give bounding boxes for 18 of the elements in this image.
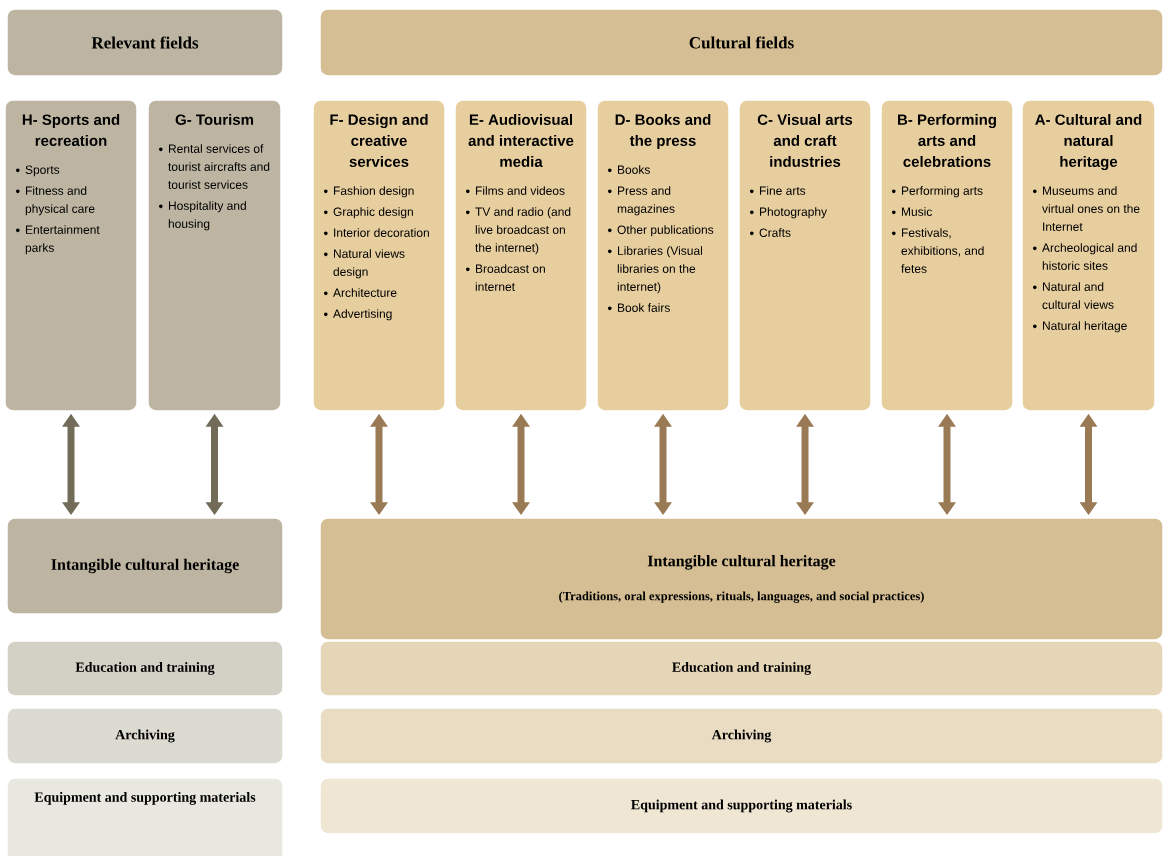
header-box: Relevant fields: [6, 8, 284, 77]
category-card: C- Visual arts and craft industries Fine arts Photography Crafts: [738, 99, 872, 412]
category-card: B- Performing arts and celebrations Performing arts Music Festivals, exhibitions, and fetes: [880, 99, 1014, 412]
category-card: F- Design and creative services Fashion design Graphic design Interior decoration Natural views design Architecture Advertising: [312, 99, 446, 412]
layer-band: Archiving: [6, 707, 284, 765]
category-card: G- Tourism Rental services of tourist aircrafts and tourist services Hospitality and housing: [147, 99, 282, 412]
layer-band: Archiving: [319, 707, 1164, 765]
heritage-box: Intangible cultural heritage (Traditions, oral expressions, rituals, languages, and social practices): [319, 517, 1164, 641]
category-card: E- Audiovisual and interactive media Films and videos TV and radio (and live broadcast on the internet) Broadcast on internet: [454, 99, 588, 412]
category-card: H- Sports and recreation Sports Fitness and physical care Entertainment parks: [4, 99, 138, 412]
layer-band: Education and training: [319, 640, 1164, 697]
category-card: A- Cultural and natural heritage Museums and virtual ones on the Internet Archeological and historic sites Natural and cultural views Natural heritage: [1021, 99, 1156, 412]
header-box: Cultural fields: [319, 8, 1164, 77]
heritage-box: Intangible cultural heritage: [6, 517, 284, 615]
category-card: D- Books and the press Books Press and magazines Other publications Libraries (Visual libraries on the internet) Book fairs: [596, 99, 730, 412]
layer-band: Education and training: [6, 640, 284, 697]
layer-band: Equipment and supporting materials: [319, 777, 1164, 835]
layer-band: Equipment and supporting materials: [6, 777, 284, 856]
